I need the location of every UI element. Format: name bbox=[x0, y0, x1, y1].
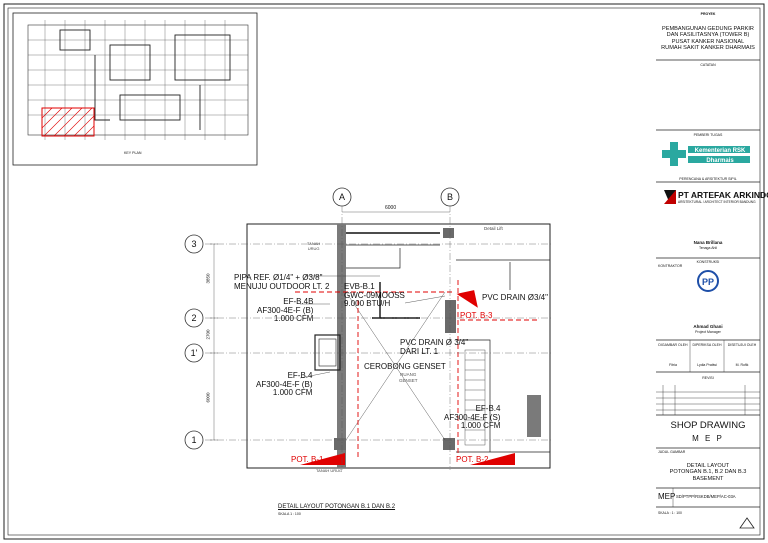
drawing-caption: DETAIL LAYOUT POTONGAN B.1 DAN B.2 bbox=[278, 504, 396, 510]
ruang-genset-label: RUANG GENSET bbox=[399, 372, 418, 383]
grid-row-1: 1 bbox=[191, 435, 197, 445]
ef-b4b-label: EF-B.4B AF300-4E-F (B) 1.000 CFM bbox=[257, 297, 314, 324]
grid-row-3: 3 bbox=[191, 239, 197, 249]
sign-name-checked: Lydia Pratiwi bbox=[697, 363, 717, 367]
revisi-label: REVISI bbox=[702, 376, 714, 380]
tanah-urug-label: TANAH URUG bbox=[307, 241, 321, 251]
consultant-role: Tenaga Ahli bbox=[698, 246, 718, 250]
revision-triangle-icon bbox=[739, 517, 755, 529]
contractor-small: KONSTRUKSI bbox=[696, 260, 720, 264]
svg-text:PP: PP bbox=[702, 277, 714, 287]
consultant-sub: ARSITEKTURAL / ARCHITECT INTERIOR BANDUN… bbox=[678, 200, 756, 204]
project-name: PEMBANGUNAN GEDUNG PARKIR DAN FASILITASN… bbox=[661, 26, 755, 52]
grid-row-1p: 1' bbox=[190, 348, 198, 358]
contractor-label: KONTRAKTOR bbox=[658, 264, 683, 268]
dim-left-1: 3850 bbox=[205, 273, 211, 284]
dim-left-2: 2700 bbox=[205, 329, 211, 340]
sign-label-drawn: DIGAMBAR OLEH bbox=[658, 343, 688, 347]
discipline: M E P bbox=[692, 434, 724, 443]
notes-label: CATATAN bbox=[700, 63, 716, 67]
pot-b2-label: POT. B-2 bbox=[456, 455, 489, 464]
dim-top: 6000 bbox=[385, 205, 397, 211]
consultant-label: PERENCANA & ARSITEKTUR SIPIL bbox=[679, 177, 737, 181]
sign-label-approved: DISETUJUI OLEH bbox=[727, 343, 757, 347]
drawing-title: DETAIL LAYOUT POTONGAN B.1, B.2 DAN B.3 … bbox=[669, 463, 747, 482]
sign-label-checked: DIPERIKSA OLEH bbox=[692, 343, 722, 347]
grid-col-a: A bbox=[338, 192, 345, 202]
contractor-person: Ahmad Ghani bbox=[693, 324, 723, 329]
contractor-logo: PP bbox=[697, 270, 719, 292]
detail-lift-label: Detail Lift bbox=[484, 226, 503, 231]
title-block-lines bbox=[656, 59, 760, 508]
key-plan bbox=[12, 12, 258, 166]
code-prefix: MEP bbox=[658, 492, 676, 501]
owner-logo bbox=[662, 142, 750, 166]
pot-b3-label: POT. B-3 bbox=[460, 311, 493, 320]
drawing-code: SD/PTPP/RSKDB/MEP/AC-03A bbox=[676, 494, 736, 499]
sign-name-approved: M. Rofik bbox=[735, 363, 749, 367]
pvc-drain-dari-label: PVC DRAIN Ø 3/4" DARI LT. 1 bbox=[400, 338, 469, 356]
pot-b1-label: POT. B-1 bbox=[291, 455, 324, 464]
tanah-urug-bottom-label: TANAH URUG bbox=[316, 468, 343, 473]
section-plan bbox=[184, 187, 552, 470]
consultant-person: Nana Brillana bbox=[693, 240, 723, 245]
project-label: PROYEK bbox=[700, 12, 716, 16]
scale-text: SKALA : 1 : 100 bbox=[658, 511, 682, 515]
cerobong-genset-label: CEROBONG GENSET bbox=[364, 362, 446, 371]
drawing-type: SHOP DRAWING bbox=[670, 420, 746, 431]
grid-row-2: 2 bbox=[191, 313, 197, 323]
pvc-drain-label: PVC DRAIN Ø3/4" bbox=[482, 293, 548, 302]
drawing-caption-scale: SKALA 1 : 100 bbox=[278, 512, 301, 516]
ef-b4-label: EF-B.4 AF300-4E-F (B) 1.000 CFM bbox=[256, 371, 313, 398]
grid-col-b: B bbox=[446, 192, 453, 202]
sign-name-drawn: Fitria bbox=[669, 363, 677, 367]
title-label: JUDUL GAMBAR bbox=[658, 450, 686, 454]
keyplan-label: KEY PLAN bbox=[124, 151, 142, 155]
consultant-name: PT ARTEFAK ARKINDO bbox=[678, 190, 768, 200]
pipa-ref-label: PIPA REF. Ø1/4" + Ø3/8" MENUJU OUTDOOR L… bbox=[234, 273, 330, 291]
contractor-role: Project Manager bbox=[695, 330, 721, 334]
ef-b4s-label: EF-B.4 AF300-4E-F (S) 1.000 CFM bbox=[444, 404, 501, 431]
owner-label: PEMBERI TUGAS bbox=[693, 133, 723, 137]
owner-logo-text: Kementerian RSK Dharmais bbox=[694, 148, 746, 164]
consultant-logo bbox=[664, 190, 676, 204]
dim-left-3: 6000 bbox=[205, 392, 211, 403]
evb-b1-label: EVB-B.1 GWC-09MOOSS 9.000 BTU/H bbox=[344, 282, 405, 309]
